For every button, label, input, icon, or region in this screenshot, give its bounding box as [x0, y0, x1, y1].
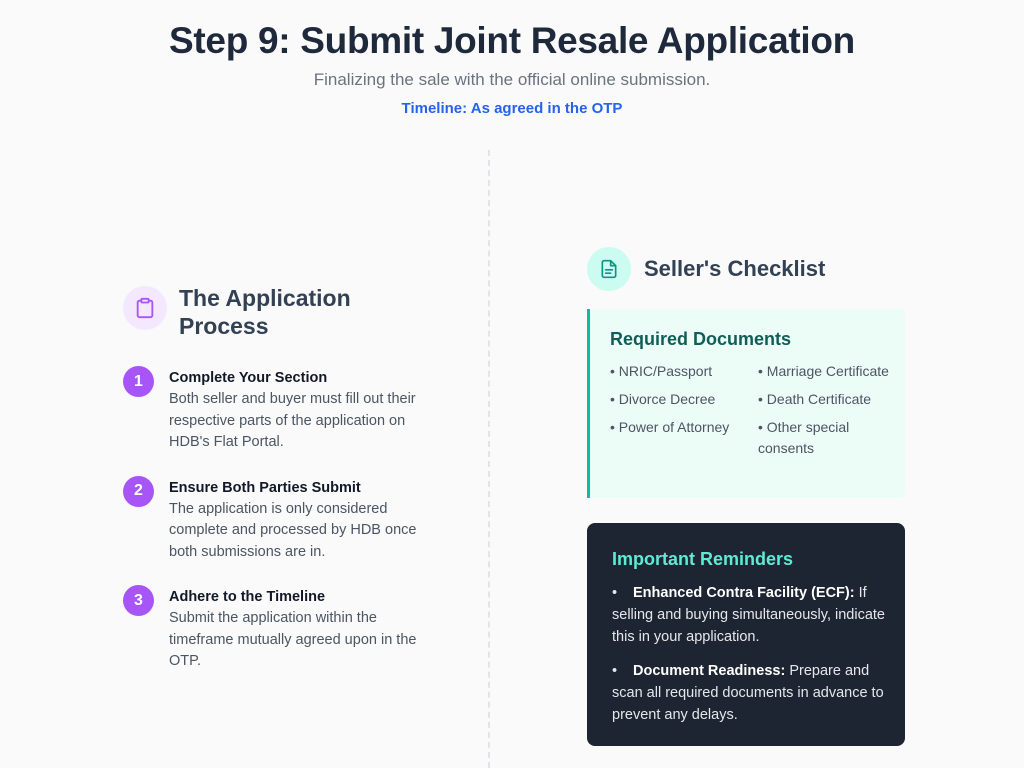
- document-item: • Other special consents: [758, 419, 850, 456]
- page-subtitle: Finalizing the sale with the official on…: [313, 70, 711, 89]
- checklist-title: Seller's Checklist: [644, 256, 826, 281]
- column-divider: [488, 150, 490, 768]
- page-title: Step 9: Submit Joint Resale Application: [169, 20, 855, 61]
- step-description: The application is only considered compl…: [169, 500, 417, 560]
- document-item: • NRIC/Passport: [610, 363, 713, 379]
- document-item: • Death Certificate: [758, 391, 872, 407]
- document-icon: [587, 247, 631, 291]
- reminder-item: • Enhanced Contra Facility (ECF): If sell…: [612, 582, 887, 648]
- required-documents-list: • NRIC/Passport • Marriage Certificate •…: [610, 361, 895, 459]
- reminder-text: Prepare and scan all required documents …: [612, 663, 884, 723]
- step-body: Ensure Both Parties Submit The applicati…: [169, 476, 439, 564]
- required-documents-card: Required Documents • NRIC/Passport • Mar…: [587, 309, 905, 498]
- step-item: 2 Ensure Both Parties Submit The applica…: [123, 475, 443, 564]
- reminder-text: If selling and buying simultaneously, in…: [612, 585, 885, 645]
- step-number-badge: 2: [123, 475, 154, 507]
- step-body: Complete Your Section Both seller and bu…: [169, 366, 439, 454]
- bullet: •: [612, 663, 618, 679]
- document-item: • Power of Attorney: [610, 419, 730, 435]
- step-description: Both seller and buyer must fill out thei…: [169, 391, 416, 450]
- step-item: 3 Adhere to the Timeline Submit the appl…: [123, 585, 443, 673]
- process-steps: 1 Complete Your Section Both seller and …: [123, 366, 443, 695]
- reminders-title: Important Reminders: [612, 549, 794, 569]
- clipboard-icon: [123, 286, 167, 330]
- step-number-badge: 1: [123, 366, 154, 397]
- process-title: The Application Process: [179, 285, 351, 339]
- step-description: Submit the application within the timefr…: [169, 610, 417, 669]
- process-heading: The Application Process: [123, 285, 409, 340]
- step-number-badge: 3: [123, 585, 154, 616]
- step-body: Adhere to the Timeline Submit the applic…: [169, 585, 439, 673]
- timeline-label: Timeline: As agreed in the OTP: [401, 100, 623, 117]
- bullet: •: [612, 585, 618, 601]
- reminder-lead: Document Readiness:: [633, 663, 786, 679]
- reminder-lead: Enhanced Contra Facility (ECF):: [633, 585, 855, 601]
- important-reminders-card: Important Reminders • Enhanced Contra Fac…: [587, 523, 905, 746]
- step-title: Complete Your Section: [169, 370, 328, 386]
- page-header: Step 9: Submit Joint Resale Application …: [0, 18, 1024, 119]
- step-item: 1 Complete Your Section Both seller and …: [123, 366, 443, 454]
- document-item: • Divorce Decree: [610, 391, 716, 407]
- checklist-heading: Seller's Checklist: [587, 247, 825, 291]
- required-documents-title: Required Documents: [610, 329, 792, 349]
- reminder-item: • Document Readiness: Prepare and scan al…: [612, 660, 887, 726]
- document-item: • Marriage Certificate: [758, 363, 889, 379]
- step-title: Adhere to the Timeline: [169, 589, 326, 605]
- step-title: Ensure Both Parties Submit: [169, 479, 361, 496]
